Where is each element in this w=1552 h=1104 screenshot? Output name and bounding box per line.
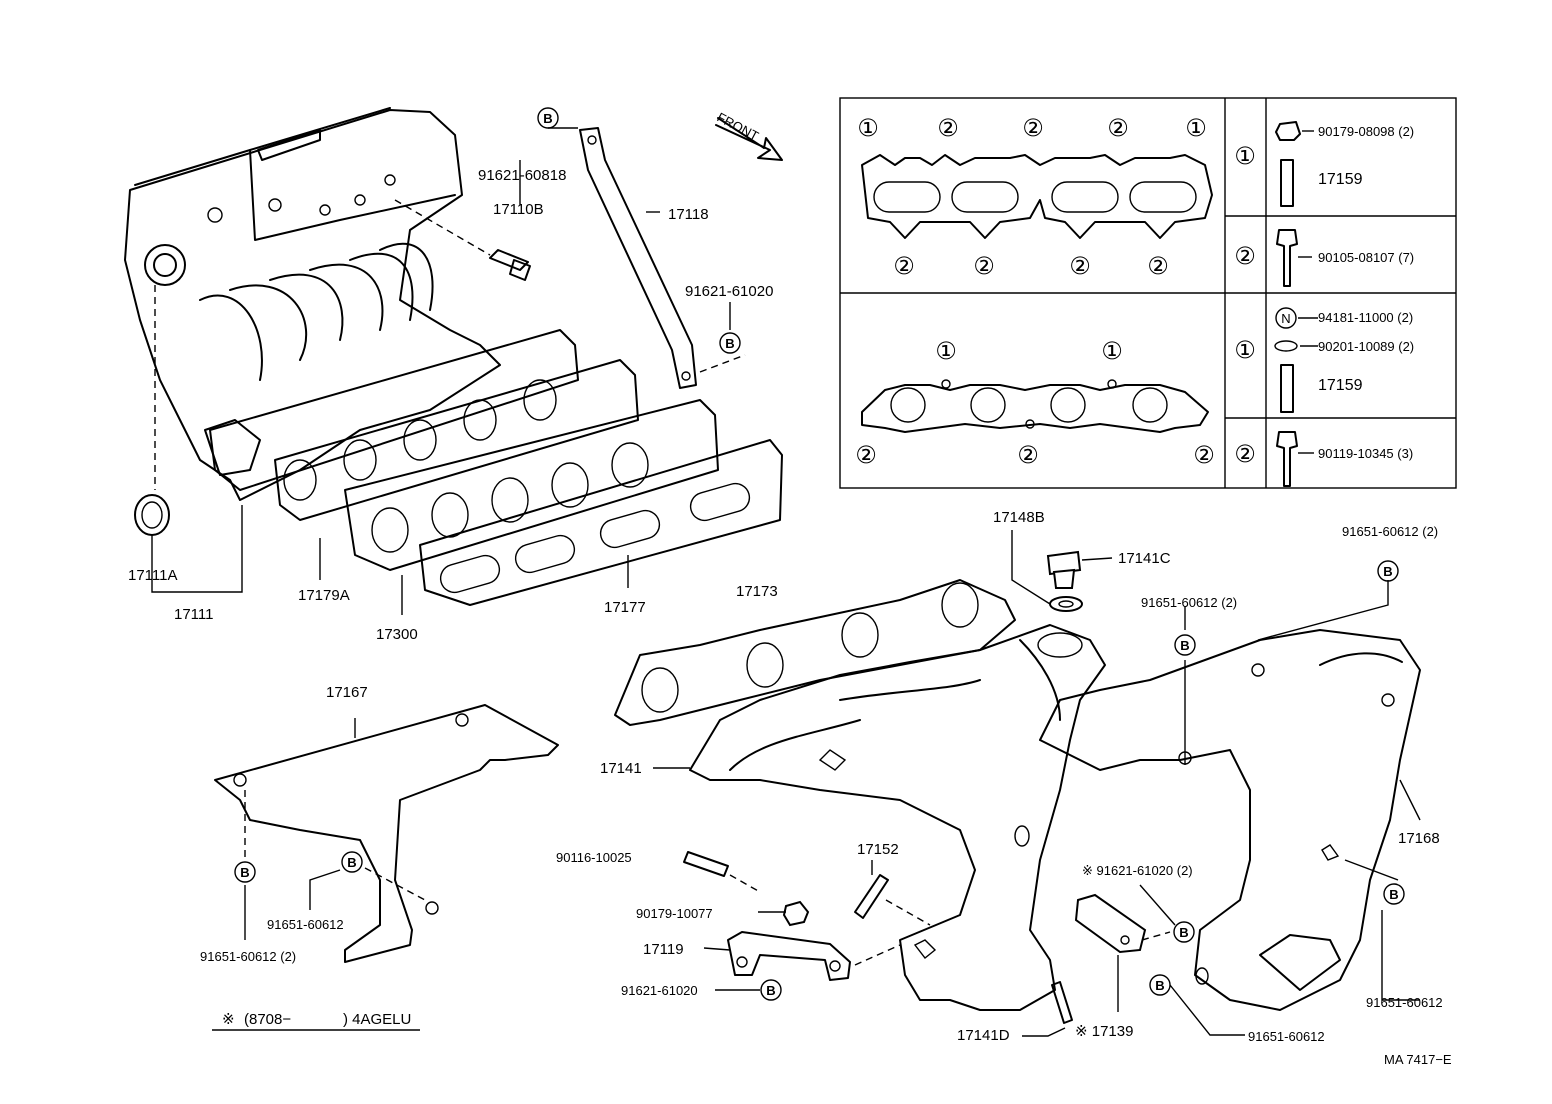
oil-seal — [134, 494, 170, 536]
b-mark-4: B — [1180, 638, 1189, 653]
b-markers: B B B B B B B B B B — [234, 107, 1405, 1001]
intake-gasket-mark: ② — [937, 115, 959, 142]
front-arrow: FRONT — [715, 109, 783, 161]
bracket-17119 — [727, 931, 851, 981]
label-17139: ※ 17139 — [1075, 1023, 1133, 1040]
exhaust-gasket-17173 — [614, 579, 1016, 726]
cylinder-head — [124, 107, 501, 501]
intake-stud-mark: ② — [893, 253, 915, 280]
label-91621-61020-top: 91621-61020 — [685, 283, 773, 300]
exhaust-stud-mark: ② — [1017, 442, 1039, 469]
label-17177: 17177 — [604, 599, 646, 616]
label-17141d: 17141D — [957, 1027, 1010, 1044]
b-mark-2: B — [725, 336, 734, 351]
label-17173: 17173 — [736, 583, 778, 600]
fastener-mark: ② — [1234, 243, 1256, 270]
nut-90179-10077 — [782, 900, 810, 927]
heat-insulator-17167 — [214, 704, 559, 963]
label-17152: 17152 — [857, 841, 899, 858]
leader-lines — [151, 127, 1421, 1037]
b-mark-5: B — [240, 865, 249, 880]
b-mark-9: B — [1155, 978, 1164, 993]
label-17168: 17168 — [1398, 830, 1440, 847]
label-17118: 17118 — [668, 206, 709, 223]
label-17141: 17141 — [600, 760, 642, 777]
b-mark-10: B — [766, 983, 775, 998]
figure-code: MA 7417−E — [1384, 1052, 1452, 1067]
note-model: ) 4AGELU — [343, 1011, 411, 1028]
label-91651-60612-2-left: 91651-60612 (2) — [200, 949, 296, 964]
fastener-part-number: 90179-08098 (2) — [1318, 124, 1414, 139]
label-17111a: 17111A — [128, 567, 178, 584]
bracket-17139 — [1074, 893, 1171, 954]
label-17111: 17111 — [174, 606, 214, 623]
fastener-mark: ① — [1234, 337, 1256, 364]
label-17119: 17119 — [643, 941, 684, 958]
intake-stud-mark: ② — [1069, 253, 1091, 280]
label-91621-60818: 91621-60818 — [478, 167, 566, 184]
fastener-part-number: 94181-11000 (2) — [1318, 310, 1413, 325]
gasket-table — [839, 97, 1457, 489]
label-91651-60612-bottom: 91651-60612 — [1248, 1029, 1325, 1044]
nut-mark: N — [1281, 311, 1290, 326]
stud-90116-10025 — [683, 851, 761, 893]
label-91651-60612-2-b: 91651-60612 (2) — [1141, 595, 1237, 610]
note-range: (8708− — [244, 1011, 291, 1028]
heat-insulator-17168 — [1039, 629, 1421, 1011]
label-17110b: 17110B — [493, 201, 544, 218]
b-mark-3: B — [1383, 564, 1392, 579]
label-17300: 17300 — [376, 626, 418, 643]
fastener-mark: ① — [1234, 143, 1256, 170]
label-91651-60612-2-a: 91651-60612 (2) — [1342, 524, 1438, 539]
label-91651-60612-left: 91651-60612 — [267, 917, 344, 932]
stud-17110b — [394, 199, 531, 281]
label-91621-61020-bottom: 91621-61020 — [621, 983, 698, 998]
label-17167: 17167 — [326, 684, 368, 701]
exhaust-stud-mark: ② — [1193, 442, 1215, 469]
label-91621-61020-note: ※ 91621-61020 (2) — [1082, 863, 1193, 878]
label-17141c: 17141C — [1118, 550, 1171, 567]
fastener-part-number: 17159 — [1318, 171, 1363, 188]
intake-gaskets — [209, 329, 783, 606]
intake-gasket-mark: ② — [1107, 115, 1129, 142]
fastener-part-number: 90119-10345 (3) — [1318, 446, 1413, 461]
exhaust-gasket-mark: ① — [1101, 338, 1123, 365]
b-mark-6: B — [347, 855, 356, 870]
exhaust-manifold-17141 — [689, 624, 1106, 1011]
fastener-part-number: 90201-10089 (2) — [1318, 339, 1414, 354]
intake-stud-mark: ② — [973, 253, 995, 280]
exhaust-stud-mark: ② — [855, 442, 877, 469]
intake-gasket-mark: ① — [1185, 115, 1207, 142]
intake-stud-mark: ② — [1147, 253, 1169, 280]
b-mark-7: B — [1389, 887, 1398, 902]
intake-gasket-mark: ② — [1022, 115, 1044, 142]
label-91651-60612-right: 91651-60612 — [1366, 995, 1443, 1010]
stud-17141d — [1051, 981, 1073, 1024]
note: ※ (8708− ) 4AGELU — [212, 1011, 420, 1031]
fastener-mark: ② — [1234, 441, 1256, 468]
label-17179a: 17179A — [298, 587, 350, 604]
fastener-part-number: 90105-08107 (7) — [1318, 250, 1414, 265]
label-90116-10025: 90116-10025 — [556, 850, 632, 865]
fastener-part-number: 17159 — [1318, 377, 1363, 394]
label-90179-10077: 90179-10077 — [636, 906, 713, 921]
b-mark-1: B — [543, 111, 552, 126]
drain-plug — [1011, 530, 1113, 612]
manifold-stay — [579, 127, 746, 389]
b-mark-8: B — [1179, 925, 1188, 940]
exhaust-gasket-mark: ① — [935, 338, 957, 365]
intake-gasket-mark: ① — [857, 115, 879, 142]
label-17148b: 17148B — [993, 509, 1045, 526]
note-mark: ※ — [222, 1011, 235, 1028]
stud-17152 — [854, 874, 931, 966]
callout-labels: 91621-60818 17110B 17118 91621-61020 171… — [128, 167, 1443, 1044]
